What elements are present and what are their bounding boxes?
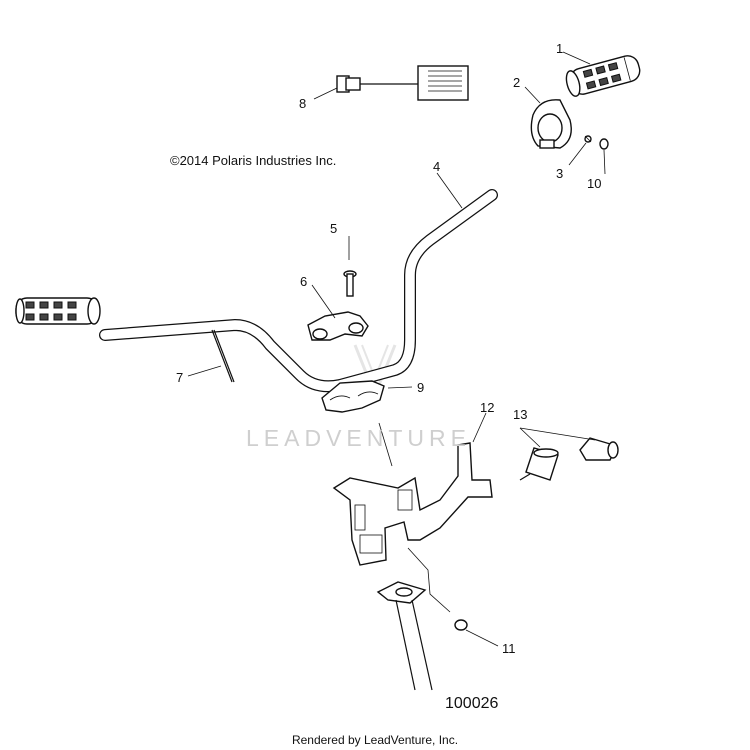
lower-clamp[interactable] xyxy=(321,380,385,413)
upper-clamp[interactable] xyxy=(307,311,369,341)
leader-lines xyxy=(187,51,606,647)
callout-5[interactable]: 5 xyxy=(330,221,338,236)
watermark-text: LEADVENTURE xyxy=(246,425,471,451)
callout-7[interactable]: 7 xyxy=(176,370,184,385)
clamp-bolt[interactable] xyxy=(343,270,357,297)
zip-tie[interactable] xyxy=(211,329,235,383)
callout-6[interactable]: 6 xyxy=(300,274,308,289)
callout-8[interactable]: 8 xyxy=(299,96,307,111)
callout-9[interactable]: 9 xyxy=(417,380,425,395)
mounting-bracket[interactable] xyxy=(332,442,493,566)
copyright-notice: ©2014 Polaris Industries Inc. xyxy=(170,153,337,168)
steering-column[interactable] xyxy=(376,581,433,691)
footer-credit: Rendered by LeadVenture, Inc. xyxy=(291,733,459,747)
column-nut[interactable] xyxy=(454,619,468,631)
callout-2[interactable]: 2 xyxy=(513,75,521,90)
callout-1[interactable]: 1 xyxy=(556,41,564,56)
callout-13[interactable]: 13 xyxy=(513,407,528,422)
diagram-reference-number: 100026 xyxy=(445,695,499,712)
throttle-screw[interactable] xyxy=(584,135,592,143)
throttle-housing[interactable] xyxy=(530,99,572,149)
callout-11[interactable]: 11 xyxy=(502,641,516,656)
callout-10[interactable]: 10 xyxy=(587,176,602,191)
bar-end-weight[interactable] xyxy=(519,437,619,481)
callout-4[interactable]: 4 xyxy=(433,159,441,174)
callout-3[interactable]: 3 xyxy=(556,166,564,181)
left-grip[interactable] xyxy=(15,297,101,325)
right-grip[interactable] xyxy=(564,53,642,97)
grip-heater-module[interactable] xyxy=(336,65,469,101)
handlebar[interactable] xyxy=(99,189,498,393)
callout-12[interactable]: 12 xyxy=(480,400,495,415)
throttle-nut[interactable] xyxy=(599,138,609,150)
